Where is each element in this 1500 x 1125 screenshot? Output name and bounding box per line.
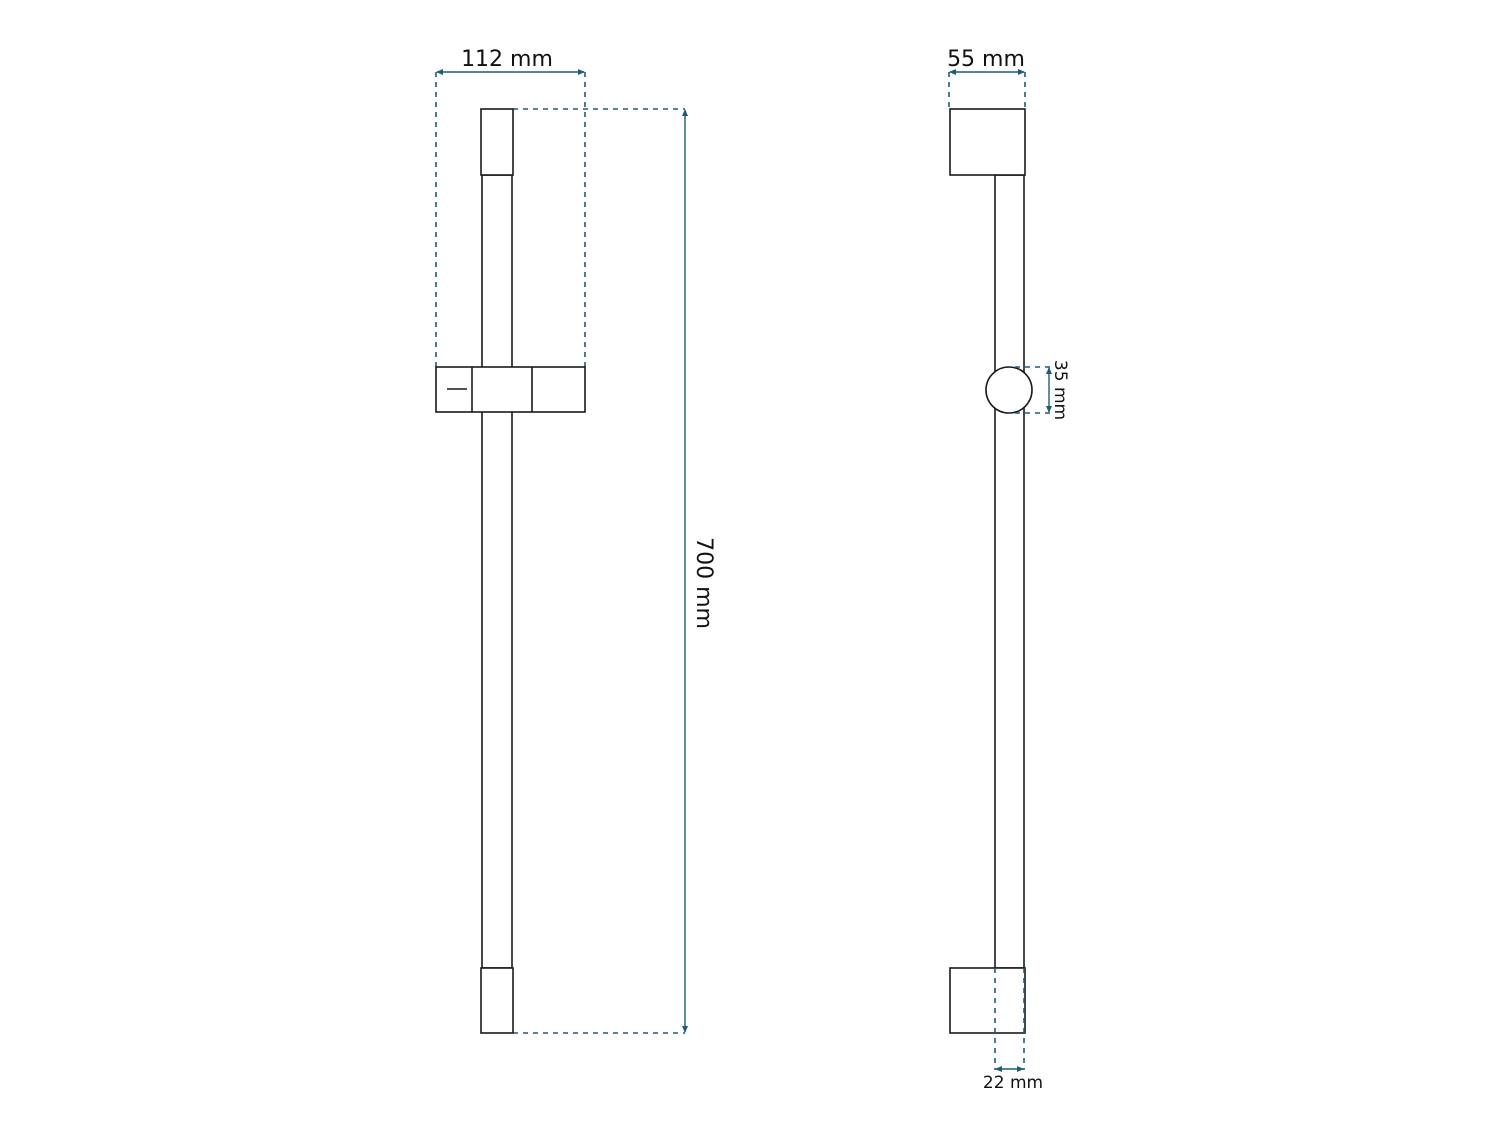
front-top-bracket: [480, 108, 514, 176]
front-view: 112 mm 700 mm: [435, 47, 716, 1034]
side-rail-label: 22 mm: [983, 1073, 1043, 1093]
front-bottom-bracket: [480, 967, 514, 1034]
front-height-label: 700 mm: [691, 537, 716, 629]
front-width-label: 112 mm: [461, 47, 553, 72]
front-slider: [435, 366, 586, 413]
side-rail: [994, 174, 1025, 969]
side-view: 55 mm 35 mm 22 mm: [947, 47, 1070, 1093]
front-rail: [481, 174, 513, 969]
side-top-bracket: [949, 108, 1026, 176]
side-slider-label: 35 mm: [1050, 360, 1070, 420]
side-bottom-bracket: [949, 967, 1026, 1034]
side-slider-knob: [985, 366, 1033, 414]
side-width-label: 55 mm: [947, 47, 1025, 72]
